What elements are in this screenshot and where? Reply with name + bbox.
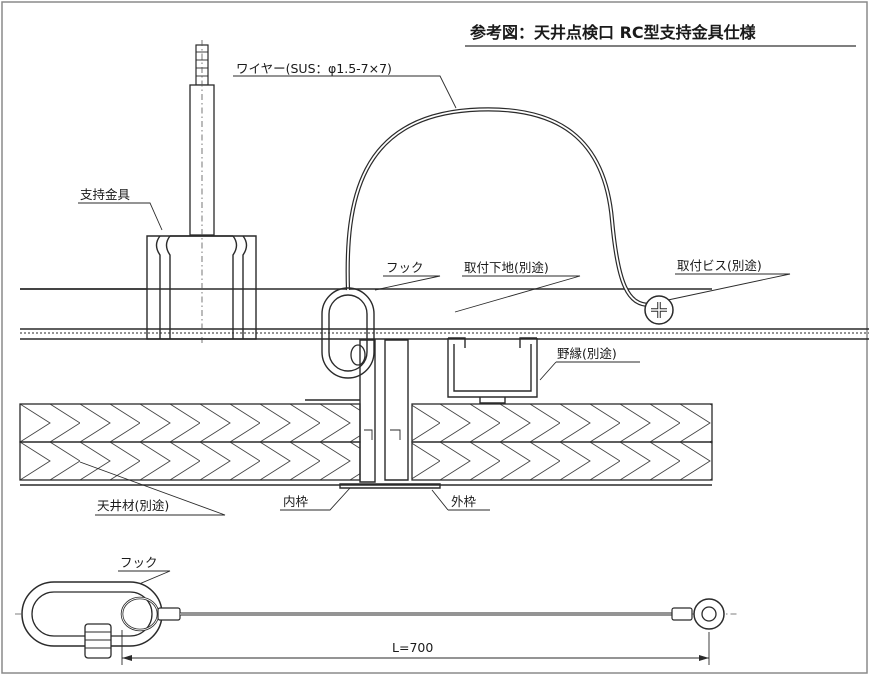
support-bracket: [20, 40, 257, 345]
label-hook-bottom: フック: [120, 555, 158, 570]
screw-icon: [644, 295, 674, 325]
hook-top-icon: [321, 287, 375, 379]
inspection-frame: [305, 339, 441, 489]
label-inner-frame: 内枠: [283, 494, 309, 509]
label-hook-top: フック: [386, 260, 424, 275]
dimension-line: [121, 630, 710, 665]
label-length: L=700: [392, 640, 433, 655]
label-runner: 野縁(別途): [557, 346, 617, 361]
label-outer-frame: 外枠: [451, 494, 477, 509]
leader-lines: [78, 75, 791, 591]
wire: [345, 107, 651, 308]
diagram-title: 参考図：天井点検口 RC型支持金具仕様: [470, 23, 757, 42]
ceiling-board-layers: [19, 403, 713, 486]
label-ceiling: 天井材(別途): [97, 498, 169, 513]
hook-wire-assembly: [15, 581, 738, 659]
label-mount-screw: 取付ビス(別途): [677, 258, 762, 273]
label-mount-base: 取付下地(別途): [464, 260, 549, 275]
label-bracket: 支持金具: [80, 187, 131, 202]
runner-channel: [447, 337, 538, 404]
label-wire: ワイヤー(SUS：φ1.5-7×7): [236, 61, 392, 76]
